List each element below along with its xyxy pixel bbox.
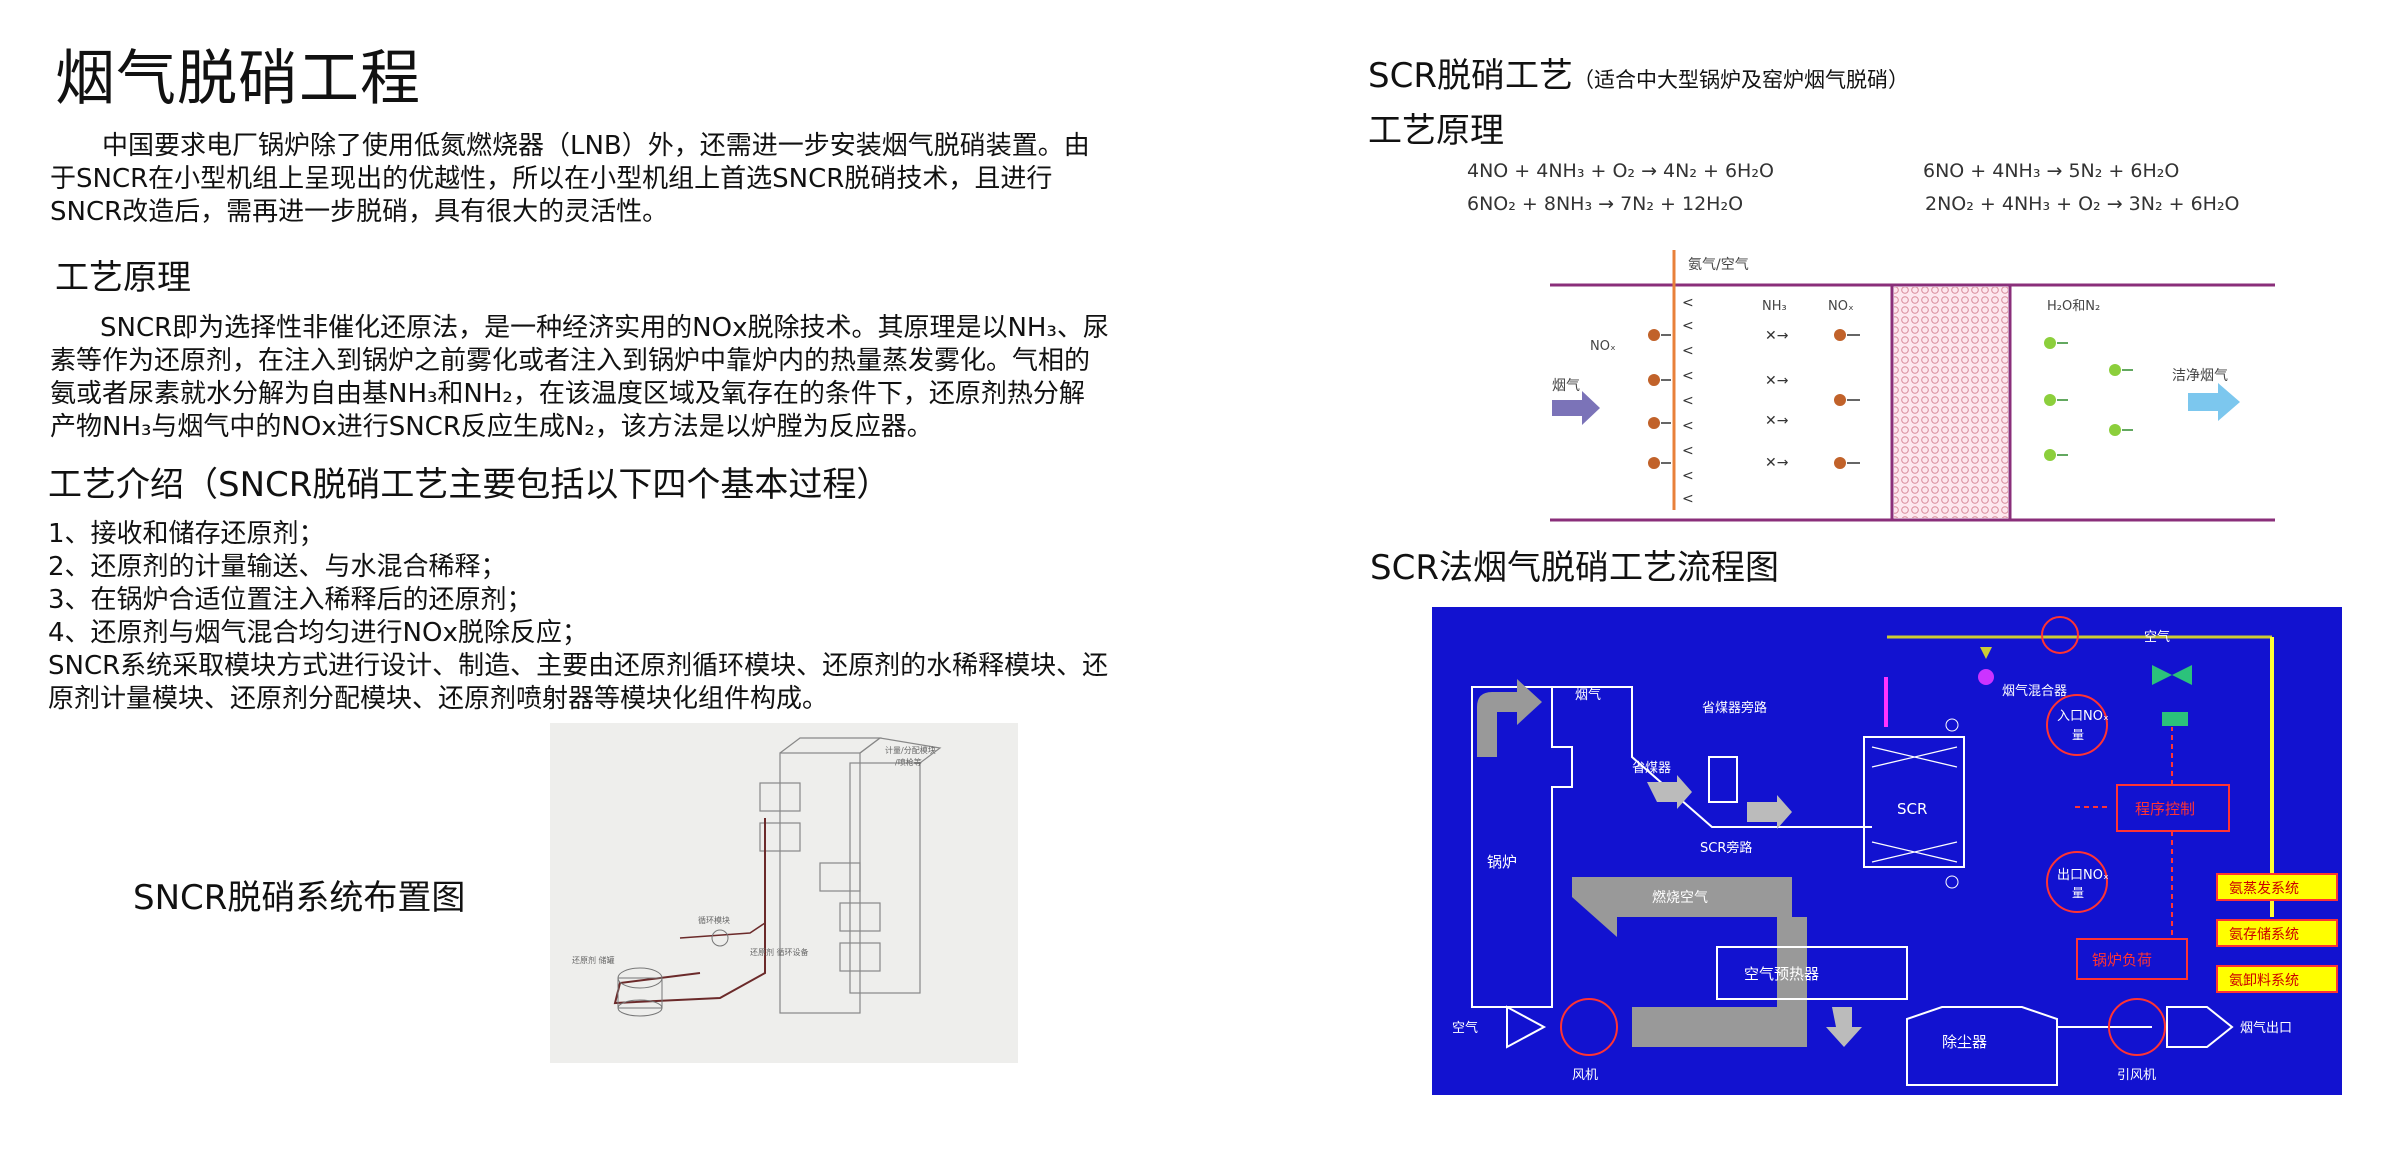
flue-gas-arrow [1552,391,1600,425]
sncr-process-heading: 工艺介绍（SNCR脱硝工艺主要包括以下四个基本过程） [48,465,891,505]
scr-flow-diagram: 锅炉 烟气 省煤器旁路 省煤器 SCR旁路 SCR 空气 烟气混合器 入口NOₓ… [1432,607,2342,1095]
flue-mixer-icon [1978,669,1994,685]
reaction-particles: < < < < < < < < < ✕→ ✕→ ✕→ ✕→ [1648,295,2133,507]
sncr-principle-paragraph: SNCR即为选择性非催化还原法，是一种经济实用的NOx脱除技术。其原理是以NH₃… [50,312,1110,444]
scr-title: SCR脱硝工艺（适合中大型锅炉及窑炉烟气脱硝） [1368,48,1909,97]
photo-label-circulation: 循环模块 [698,915,730,925]
air-top-label: 空气 [2144,629,2170,645]
scr-bypass-label: SCR旁路 [1700,840,1752,856]
equation-3: 6NO₂ + 8NH₃ → 7N₂ + 12H₂O [1467,193,1744,215]
fan-icon [1560,998,1618,1056]
scr-title-main: SCR脱硝工艺 [1368,56,1573,96]
sncr-layout-photo: 计量/分配模块 /喷枪等 循环模块 还原剂 储罐 还原剂 循环设备 [550,723,1018,1063]
clean-gas-arrow [2188,383,2240,421]
sncr-layout-sketch: 计量/分配模块 /喷枪等 循环模块 还原剂 储罐 还原剂 循环设备 [572,737,942,1017]
svg-text:<: < [1682,393,1694,409]
intro-paragraph: 中国要求电厂锅炉除了使用低氮燃烧器（LNB）外，还需进一步安装烟气脱硝装置。由于… [50,130,1110,229]
equation-4: 2NO₂ + 4NH₃ + O₂ → 3N₂ + 6H₂O [1925,193,2240,215]
svg-text:<: < [1682,368,1694,384]
list-item: 3、在锅炉合适位置注入稀释后的还原剂； [48,585,533,615]
h2o-n2-label: H₂O和N₂ [2047,299,2100,314]
equation-1: 4NO + 4NH₃ + O₂ → 4N₂ + 6H₂O [1467,160,1774,182]
sncr-principle-text: SNCR即为选择性非催化还原法，是一种经济实用的NOx脱除技术。其原理是以NH₃… [50,313,1109,442]
clean-gas-label: 洁净烟气 [2172,368,2228,384]
economizer-box [1708,756,1738,803]
svg-text:<: < [1682,295,1694,311]
inlet-nox-sensor [2046,694,2108,756]
flue-label: 烟气 [1575,687,1601,703]
scr-reaction-diagram: 氨气/空气 NH₃ NOₓ NOₓ 烟气 H₂O和N₂ 洁净烟气 <<<<<<<… [1550,250,2275,522]
photo-label-dilution: 还原剂 循环设备 [750,947,809,957]
flue-mixer-label: 烟气混合器 [2002,683,2067,699]
sncr-process-list: 1、接收和储存还原剂； 2、还原剂的计量输送、与水混合稀释； 3、在锅炉合适位置… [48,518,1123,716]
boiler-shape [1471,686,1573,1008]
combustion-air-duct [1572,877,1792,937]
svg-text:<: < [1682,343,1694,359]
ammonia-storage-label: 氨存储系统 [2229,927,2299,943]
list-item: 1、接收和储存还原剂； [48,519,325,549]
program-control-label: 程序控制 [2135,800,2195,818]
system-description: SNCR系统采取模块方式进行设计、制造、主要由还原剂循环模块、还原剂的水稀释模块… [48,651,1109,714]
flue-outlet-label: 烟气出口 [2240,1020,2292,1036]
list-item: 2、还原剂的计量输送、与水混合稀释； [48,552,507,582]
scr-title-note: （适合中大型锅炉及窑炉烟气脱硝） [1572,68,1909,92]
svg-text:✕→: ✕→ [1765,455,1789,471]
list-item: 4、还原剂与烟气混合均匀进行NOx脱除反应； [48,618,588,648]
boiler-load-box [2076,938,2188,980]
inlet-nox-sub-label: 量 [2072,728,2084,742]
outlet-nox-label: 出口NOₓ [2057,868,2109,883]
intro-text: 中国要求电厂锅炉除了使用低氮燃烧器（LNB）外，还需进一步安装烟气脱硝装置。由于… [50,131,1090,227]
sncr-principle-heading: 工艺原理 [55,258,191,298]
svg-text:<: < [1682,318,1694,334]
dust-collector-label: 除尘器 [1942,1033,1987,1051]
svg-text:<: < [1682,468,1694,484]
svg-text:<: < [1682,491,1694,507]
economizer-bypass-label: 省煤器旁路 [1702,700,1767,716]
nox-top-label: NOₓ [1828,299,1854,314]
page-title: 烟气脱硝工程 [55,44,421,114]
layout-caption: SNCR脱硝系统布置图 [133,878,466,918]
scr-principle-heading: 工艺原理 [1368,111,1504,151]
fan-label: 风机 [1572,1068,1598,1083]
outlet-nox-sensor [2046,851,2108,913]
svg-text:✕→: ✕→ [1765,373,1789,389]
combustion-air-label: 燃烧空气 [1652,889,1708,906]
boiler-label: 锅炉 [1487,853,1517,871]
nh3-label: NH₃ [1762,299,1787,314]
svg-text:<: < [1682,443,1694,459]
nox-left-label: NOₓ [1590,339,1616,354]
inlet-nox-label: 入口NOₓ [2057,709,2109,724]
photo-label-injector: /喷枪等 [895,757,922,767]
air-fan-top-icon [2041,616,2079,654]
scr-reactor [1863,736,1965,868]
induced-fan-label: 引风机 [2117,1068,2156,1083]
photo-label-metering: 计量/分配模块 [885,745,936,755]
air-left-label: 空气 [1452,1020,1478,1036]
induced-fan-icon [2108,998,2166,1056]
boiler-gas-arrow [1477,679,1542,757]
air-preheater-box [1716,946,1908,1000]
ammonia-storage-box [2216,919,2338,947]
ammonia-unload-label: 氨卸料系统 [2229,973,2299,989]
ammonia-evap-box [2216,873,2338,901]
svg-text:<: < [1682,418,1694,434]
equation-2: 6NO + 4NH₃ → 5N₂ + 6H₂O [1923,160,2180,182]
ammonia-evap-label: 氨蒸发系统 [2229,881,2299,897]
dust-collector-box [1906,1006,2058,1086]
flue-gas-label: 烟气 [1552,378,1580,394]
boiler-load-label: 锅炉负荷 [2092,951,2152,969]
svg-text:✕→: ✕→ [1765,413,1789,429]
scr-flow-heading: SCR法烟气脱硝工艺流程图 [1370,548,1779,588]
outlet-nox-sub-label: 量 [2072,886,2084,900]
ammonia-unload-box [2216,965,2338,993]
ammonia-air-label: 氨气/空气 [1688,257,1749,273]
scr-label: SCR [1897,800,1927,818]
photo-label-storage: 还原剂 储罐 [572,955,615,965]
svg-text:✕→: ✕→ [1765,328,1789,344]
economizer-label: 省煤器 [1632,761,1671,776]
air-preheater-label: 空气预热器 [1744,965,1819,983]
